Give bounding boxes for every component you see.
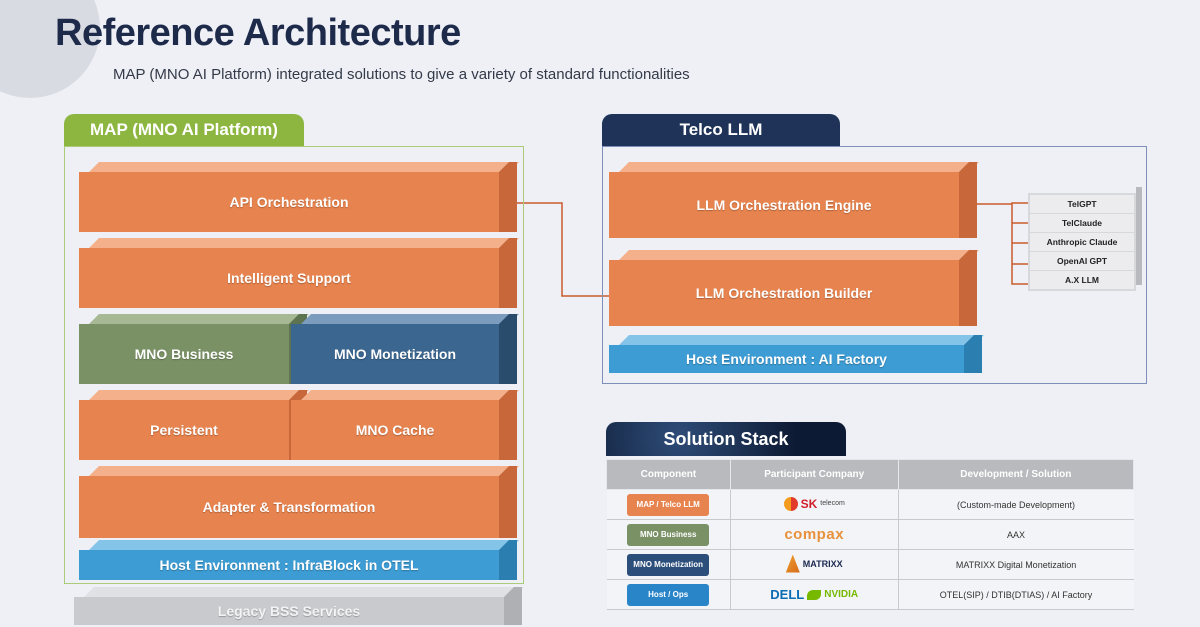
solution-cell: (Custom-made Development): [897, 489, 1134, 520]
solution-cell: AAX: [897, 519, 1134, 550]
llm-orchestration-engine-block: LLM Orchestration Engine: [609, 172, 959, 238]
component-pill: MAP / Telco LLM: [627, 493, 710, 516]
llm-model-item: OpenAI GPT: [1030, 252, 1134, 270]
block-label: Intelligent Support: [227, 270, 351, 286]
table-row: MNO Business compax AAX: [606, 519, 1134, 550]
llm-model-item: TelGPT: [1030, 195, 1134, 213]
dell-logo: DELL: [770, 587, 805, 602]
nvidia-logo: NVIDIA: [824, 589, 859, 600]
block-label: API Orchestration: [229, 194, 349, 210]
infrablock-host-block: Host Environment : InfraBlock in OTEL: [79, 550, 499, 580]
component-pill: Host / Ops: [627, 583, 710, 606]
llm-model-item: TelClaude: [1030, 214, 1134, 232]
nvidia-logo-icon: [807, 589, 822, 600]
sk-telecom-logo: SK telecom: [783, 496, 845, 511]
block-label: MNO Monetization: [333, 346, 457, 362]
sk-logo-text: SK: [800, 496, 818, 511]
block-label: Persistent: [150, 422, 218, 438]
llm-model-item: A.X LLM: [1030, 271, 1134, 289]
api-to-builder-connector: [505, 202, 609, 297]
mno-cache-block: MNO Cache: [291, 400, 499, 460]
legacy-bss-block: Legacy BSS Services: [74, 597, 504, 625]
table-header-row: Component Participant Company Developmen…: [606, 459, 1135, 490]
solution-stack-header: Solution Stack: [606, 422, 846, 456]
telco-llm-section-frame: [602, 146, 1147, 384]
table-row: MNO Monetization MATRIXX MATRIXX Digital…: [606, 549, 1134, 580]
api-orchestration-block: API Orchestration: [79, 172, 499, 232]
solution-stack-table: Component Participant Company Developmen…: [606, 459, 1135, 610]
dell-nvidia-logos: DELL NVIDIA: [770, 587, 858, 602]
solution-cell: MATRIXX Digital Monetization: [897, 549, 1134, 580]
intelligent-support-block: Intelligent Support: [79, 248, 499, 308]
matrixx-logo-text: MATRIXX: [802, 558, 843, 569]
block-label: Host Environment : InfraBlock in OTEL: [159, 557, 419, 573]
component-pill: MNO Monetization: [627, 553, 710, 576]
mno-business-block: MNO Business: [79, 324, 289, 384]
persistent-block: Persistent: [79, 400, 289, 460]
compax-logo: compax: [784, 526, 845, 543]
block-label: LLM Orchestration Builder: [695, 285, 873, 301]
block-label: LLM Orchestration Engine: [696, 197, 872, 213]
ai-factory-host-block: Host Environment : AI Factory: [609, 345, 964, 373]
mno-monetization-block: MNO Monetization: [291, 324, 499, 384]
column-header: Development / Solution: [897, 459, 1135, 490]
column-header: Component: [606, 459, 731, 490]
block-label: MNO Business: [134, 346, 234, 362]
llm-orchestration-builder-block: LLM Orchestration Builder: [609, 260, 959, 326]
adapter-transformation-block: Adapter & Transformation: [79, 476, 499, 538]
llm-model-item: Anthropic Claude: [1030, 233, 1134, 251]
matrixx-logo-icon: [785, 554, 800, 573]
solution-cell: OTEL(SIP) / DTIB(DTIAS) / AI Factory: [897, 579, 1134, 610]
map-section-header: MAP (MNO AI Platform): [64, 114, 304, 146]
map-section-frame: [64, 146, 524, 584]
block-label: Legacy BSS Services: [217, 603, 361, 619]
column-header: Participant Company: [729, 459, 899, 490]
page-title: Reference Architecture: [55, 12, 461, 54]
block-label: Host Environment : AI Factory: [686, 351, 887, 367]
sk-logo-icon: [783, 496, 798, 511]
telco-llm-section-header: Telco LLM: [602, 114, 840, 146]
page-subtitle: MAP (MNO AI Platform) integrated solutio…: [113, 66, 690, 83]
block-label: Adapter & Transformation: [202, 499, 376, 515]
component-pill: MNO Business: [627, 523, 710, 546]
llm-model-list: TelGPT TelClaude Anthropic Claude OpenAI…: [1028, 187, 1142, 291]
table-row: MAP / Telco LLM SK telecom (Custom-made …: [606, 489, 1134, 520]
matrixx-logo: MATRIXX: [785, 554, 843, 573]
block-label: MNO Cache: [355, 422, 435, 438]
sk-logo-subtext: telecom: [820, 500, 845, 507]
table-row: Host / Ops DELL NVIDIA OTEL(SIP) / DTIB(…: [606, 579, 1134, 610]
